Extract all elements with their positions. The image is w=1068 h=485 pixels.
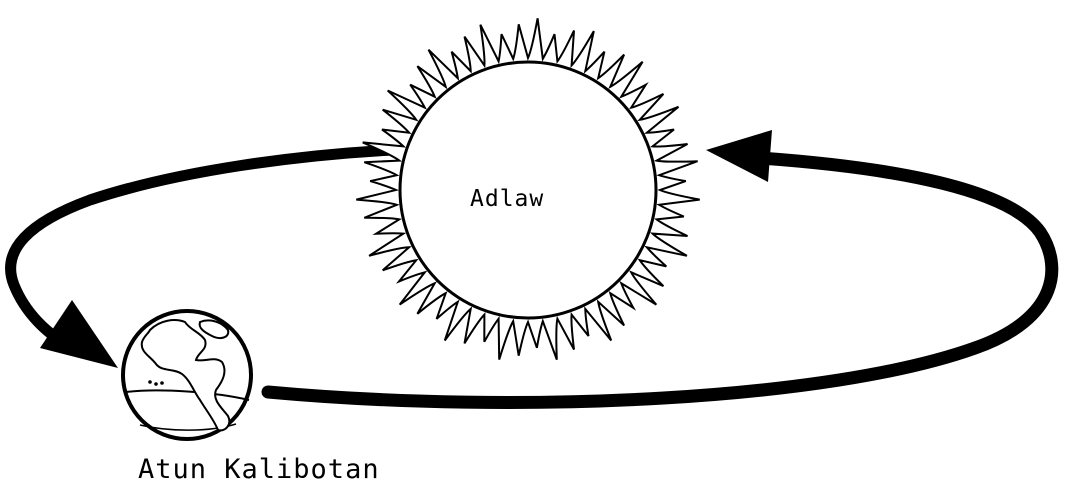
sun-label: Adlaw (470, 186, 544, 212)
orbit-arrowhead-right (706, 130, 772, 182)
earth-label: Atun Kalibotan (138, 454, 380, 485)
orbit-arrowhead-left (40, 300, 118, 368)
earth-globe (123, 311, 251, 439)
